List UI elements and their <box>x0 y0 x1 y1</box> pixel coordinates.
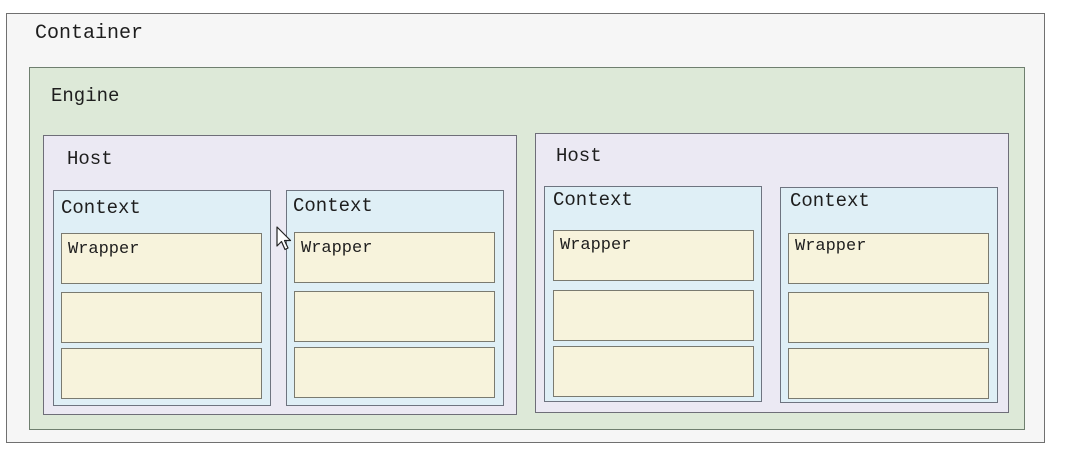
engine-label: Engine <box>51 85 120 107</box>
wrapper-box <box>294 232 495 283</box>
wrapper-box <box>61 292 262 343</box>
context-label: Context <box>61 197 141 219</box>
host-label: Host <box>67 148 113 170</box>
mouse-pointer-icon <box>276 226 292 251</box>
context-label: Context <box>790 190 870 212</box>
wrapper-box <box>788 348 989 399</box>
wrapper-label: Wrapper <box>301 239 373 258</box>
context-label: Context <box>553 189 633 211</box>
wrapper-label: Wrapper <box>795 237 867 256</box>
wrapper-label: Wrapper <box>68 240 140 259</box>
wrapper-box <box>553 290 754 341</box>
wrapper-box <box>788 233 989 284</box>
wrapper-label: Wrapper <box>560 236 632 255</box>
wrapper-box <box>553 230 754 281</box>
wrapper-box <box>294 347 495 398</box>
host-label: Host <box>556 145 602 167</box>
wrapper-box <box>61 233 262 284</box>
wrapper-box <box>553 346 754 397</box>
container-label: Container <box>35 22 144 45</box>
context-label: Context <box>293 195 373 217</box>
wrapper-box <box>61 348 262 399</box>
wrapper-box <box>294 291 495 342</box>
wrapper-box <box>788 292 989 343</box>
